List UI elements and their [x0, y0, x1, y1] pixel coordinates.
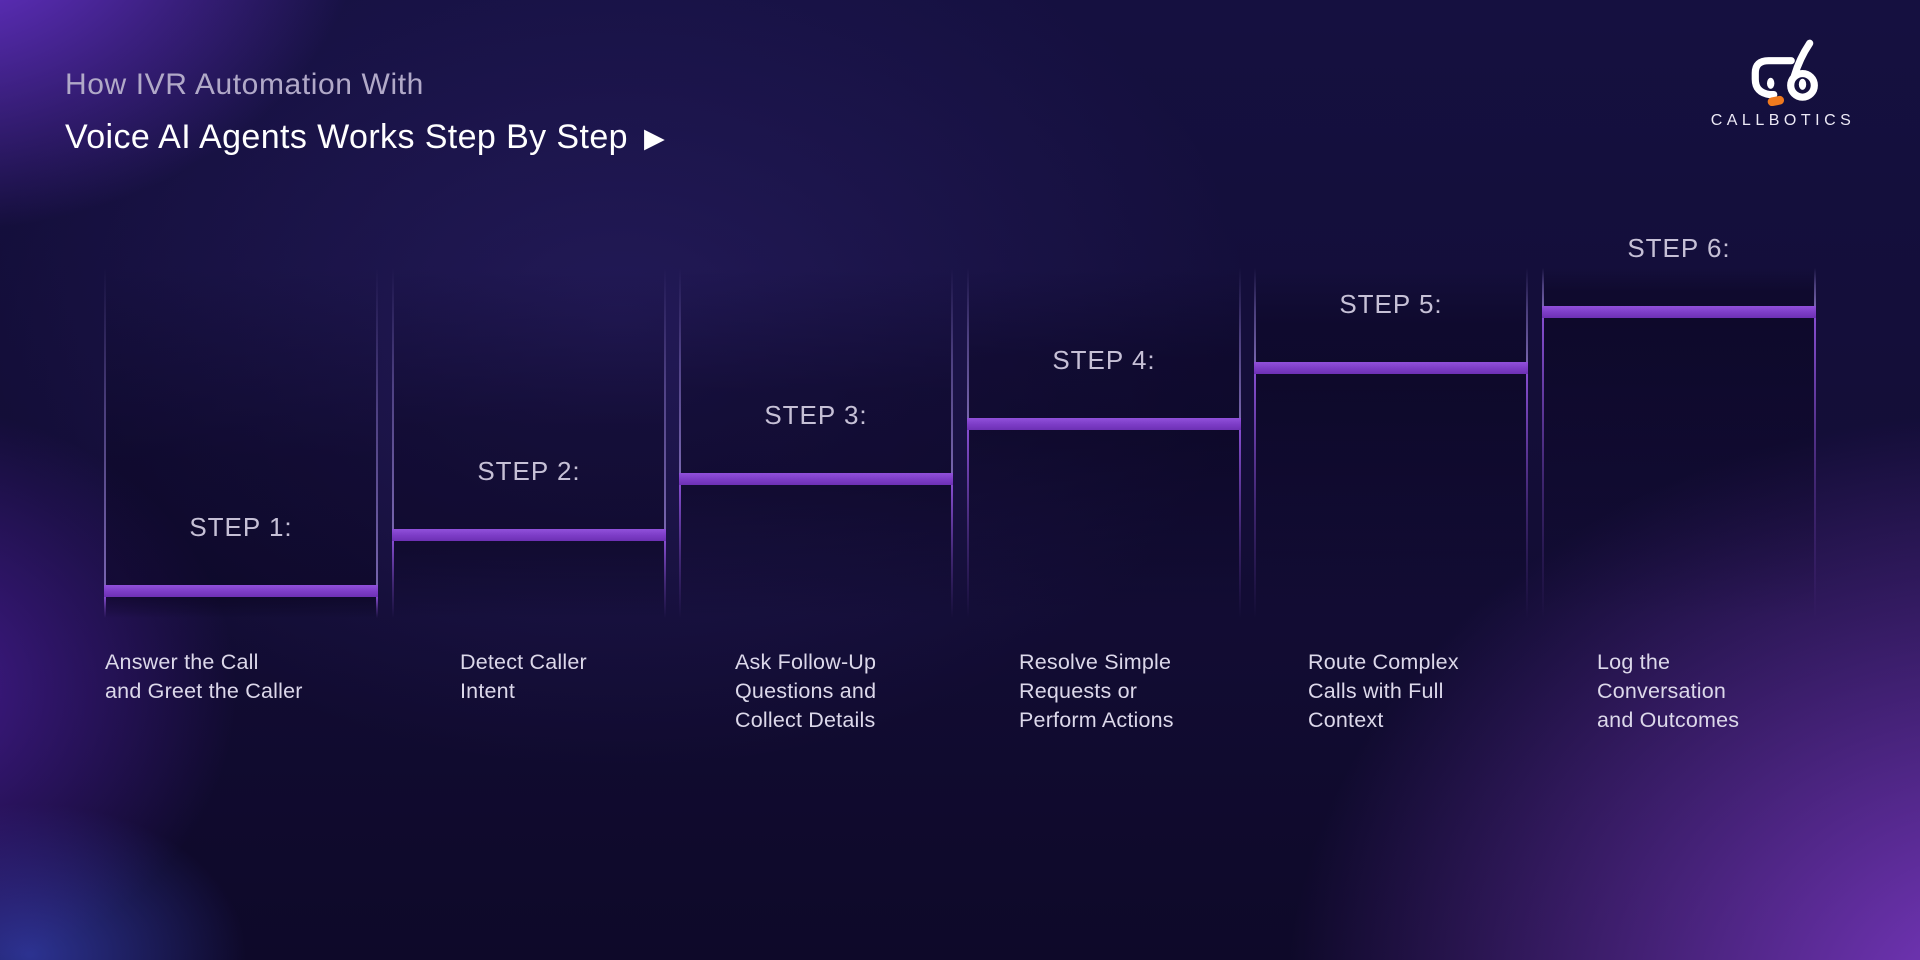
robot-eye-left [1766, 77, 1775, 89]
step-bar [679, 473, 953, 485]
step-description-line: and Greet the Caller [105, 679, 303, 703]
step-panel-lower [104, 597, 378, 618]
step-description: Answer the Call and Greet the Caller [105, 648, 303, 706]
step-panel-upper [967, 268, 1241, 418]
page-title-line2: Voice AI Agents Works Step By Step ▶ [65, 118, 665, 157]
step-panel-upper [392, 268, 666, 529]
step-panel-lower [1254, 374, 1528, 618]
step-panel-lower [679, 485, 953, 618]
step-label: STEP 1: [189, 512, 293, 542]
step-panel-lower [392, 541, 666, 618]
step-label: STEP 2: [477, 456, 581, 486]
step-description-line: and Outcomes [1597, 708, 1740, 732]
step-column: STEP 1: Answer the Call and Greet the Cal… [104, 0, 378, 960]
step-panel-upper [679, 268, 953, 473]
callbotics-logo: CALLBOTICS [1688, 38, 1878, 130]
step-panel-upper [1254, 268, 1528, 362]
step-description-line: Log the [1597, 650, 1671, 674]
logo-wordmark: CALLBOTICS [1710, 112, 1856, 129]
step-bar [967, 418, 1241, 430]
step-description-line: Collect Details [735, 708, 876, 732]
step-description-line: Ask Follow-Up [735, 650, 877, 674]
step-description-line: Answer the Call [105, 650, 259, 674]
robot-eye-right [1798, 78, 1807, 90]
callbotics-logo-icon [1751, 39, 1818, 106]
step-panel-upper [1542, 268, 1816, 306]
step-description-line: Route Complex [1308, 650, 1459, 674]
step-bar [392, 529, 666, 541]
step-panel-upper [104, 268, 378, 585]
step-bar [104, 585, 378, 597]
step-description-line: Intent [460, 679, 515, 703]
page-title-text: Voice AI Agents Works Step By Step [65, 118, 628, 156]
step-description-line: Resolve Simple [1019, 650, 1172, 674]
step-label: STEP 3: [764, 400, 868, 430]
step-label: STEP 5: [1339, 289, 1443, 319]
step-panel-lower [967, 430, 1241, 618]
step-bar [1542, 306, 1816, 318]
step-description-line: Perform Actions [1019, 708, 1174, 732]
step-label: STEP 6: [1627, 233, 1731, 263]
step-description-line: Questions and [735, 679, 877, 703]
step-bar [1254, 362, 1528, 374]
step-description-line: Conversation [1597, 679, 1727, 703]
step-panel-lower [1542, 318, 1816, 618]
step-description-line: Calls with Full [1308, 679, 1444, 703]
step-label: STEP 4: [1052, 345, 1156, 375]
play-icon: ▶ [643, 123, 666, 154]
page-title-line1: How IVR Automation With [65, 68, 424, 101]
step-description-line: Requests or [1019, 679, 1138, 703]
robot-mouth [1767, 95, 1785, 106]
step-description-line: Detect Caller [460, 650, 587, 674]
step-description-line: Context [1308, 708, 1384, 732]
